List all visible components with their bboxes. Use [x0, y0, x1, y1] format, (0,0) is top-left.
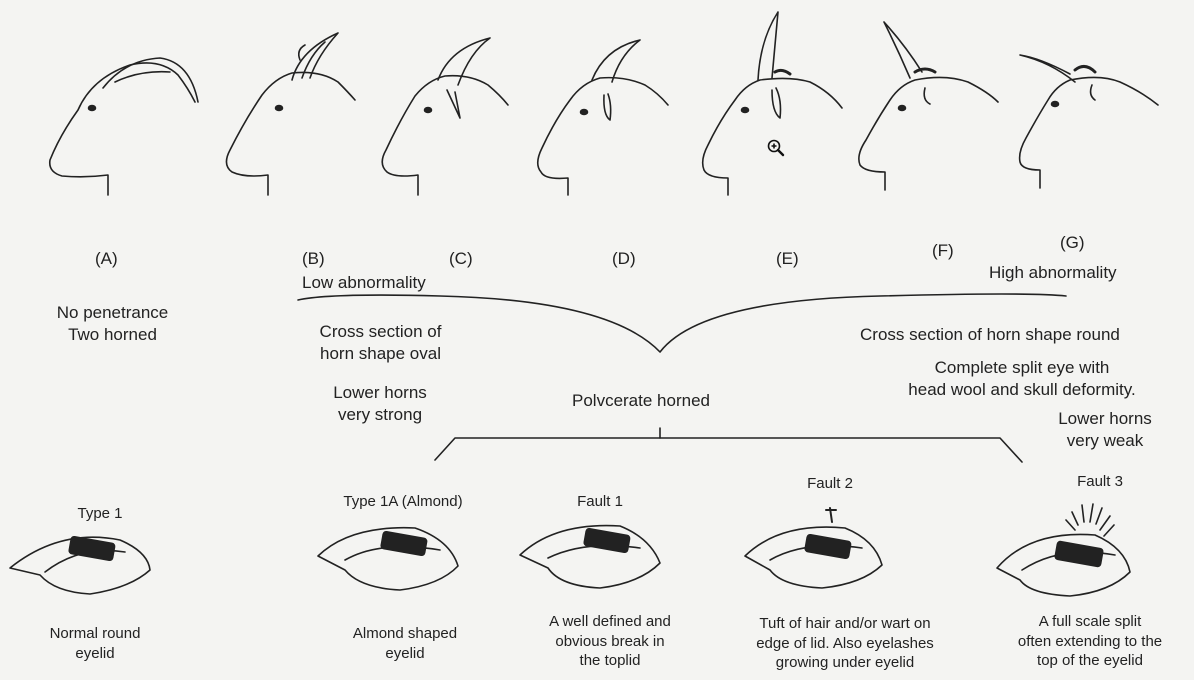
label-g: (G) [1060, 232, 1085, 254]
low-abnormality: Low abnormality [302, 272, 426, 294]
eye-fault-1 [520, 526, 660, 588]
eye-desc-type-1a: Almond shapedeyelid [320, 624, 490, 663]
lower-horns-weak: Lower horns very weak [1030, 408, 1180, 452]
zoom-in-icon[interactable] [766, 138, 786, 158]
no-penetrance: No penetrance Two horned [30, 302, 195, 346]
label-c: (C) [449, 248, 473, 270]
label-d: (D) [612, 248, 636, 270]
eye-title-fault-1: Fault 1 [545, 492, 655, 512]
eye-desc-fault-3: A full scale splitoften extending to the… [990, 612, 1190, 671]
label-a: (A) [95, 248, 118, 270]
label-e: (E) [776, 248, 799, 270]
goat-head-g [1020, 55, 1158, 188]
eye-type-1a [318, 528, 458, 590]
polycerate-horned: Polvcerate horned [572, 390, 710, 412]
eye-fault-3 [997, 504, 1130, 596]
eye-fault-2 [745, 508, 882, 588]
eye-title-type-1: Type 1 [40, 504, 160, 524]
eye-title-fault-2: Fault 2 [775, 474, 885, 494]
label-f: (F) [932, 240, 954, 262]
goat-head-c [382, 38, 508, 195]
label-b: (B) [302, 248, 325, 270]
goat-head-b [226, 33, 355, 195]
high-abnormality: High abnormality [989, 262, 1117, 284]
eye-desc-fault-2: Tuft of hair and/or wart onedge of lid. … [715, 614, 975, 673]
eye-desc-fault-1: A well defined andobvious break inthe to… [515, 612, 705, 671]
eye-desc-type-1: Normal roundeyelid [10, 624, 180, 663]
polycerate-bracket [435, 438, 1022, 462]
cross-section-oval: Cross section of horn shape oval [298, 321, 463, 365]
goat-head-d [538, 40, 668, 195]
goat-head-e [703, 12, 842, 195]
eye-title-type-1a: Type 1A (Almond) [318, 492, 488, 512]
split-eye-note: Complete split eye with head wool and sk… [872, 357, 1172, 401]
cross-section-round: Cross section of horn shape round [860, 324, 1120, 346]
lower-horns-strong: Lower horns very strong [300, 382, 460, 426]
eye-type-1 [10, 536, 150, 594]
goat-head-a [50, 58, 198, 195]
goat-head-f [859, 22, 998, 190]
eye-title-fault-3: Fault 3 [1045, 472, 1155, 492]
